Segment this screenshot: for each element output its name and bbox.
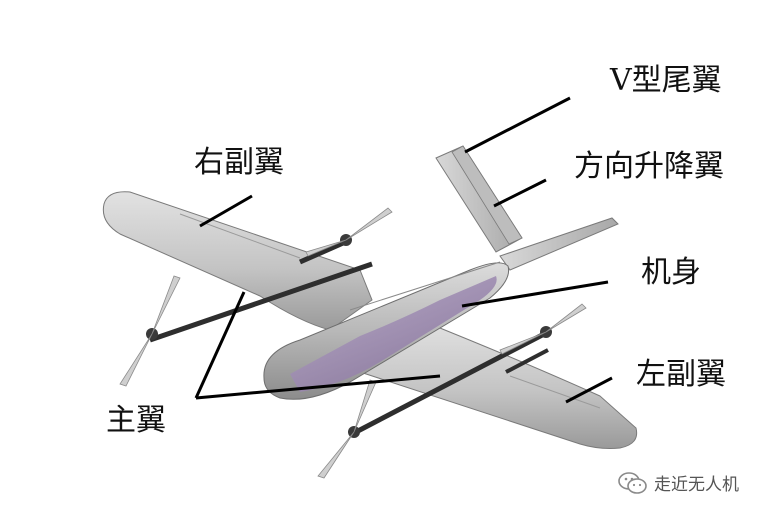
label-v-tail: V型尾翼 bbox=[610, 63, 722, 98]
right-wing bbox=[102, 191, 373, 331]
left-wing bbox=[355, 319, 638, 449]
leader-main-wing-a bbox=[194, 291, 246, 399]
label-left-aileron: 左副翼 bbox=[636, 357, 726, 392]
label-ruddervator: 方向升降翼 bbox=[574, 149, 724, 184]
v-tail-left-fin bbox=[435, 145, 523, 253]
leader-ruddervator bbox=[493, 178, 547, 208]
v-tail-right-fin bbox=[499, 217, 619, 271]
wechat-icon bbox=[618, 471, 647, 494]
leader-right-aileron bbox=[199, 194, 253, 228]
label-fuselage: 机身 bbox=[641, 255, 701, 290]
label-right-aileron: 右副翼 bbox=[194, 145, 284, 180]
leader-fuselage bbox=[461, 280, 609, 308]
propeller-front-left bbox=[317, 379, 377, 479]
propeller-rear-right bbox=[305, 207, 393, 257]
leader-v-tail bbox=[464, 96, 571, 154]
propeller-front-right bbox=[119, 275, 181, 387]
fuselage-body bbox=[263, 261, 510, 400]
leader-main-wing-b bbox=[195, 374, 441, 400]
label-main-wing: 主翼 bbox=[106, 403, 166, 438]
watermark-text: 走近无人机 bbox=[654, 475, 739, 495]
leader-left-aileron bbox=[565, 376, 613, 404]
watermark: 走近无人机 bbox=[618, 470, 739, 495]
leader-lines bbox=[194, 96, 613, 404]
propeller-rear-left bbox=[499, 303, 587, 355]
